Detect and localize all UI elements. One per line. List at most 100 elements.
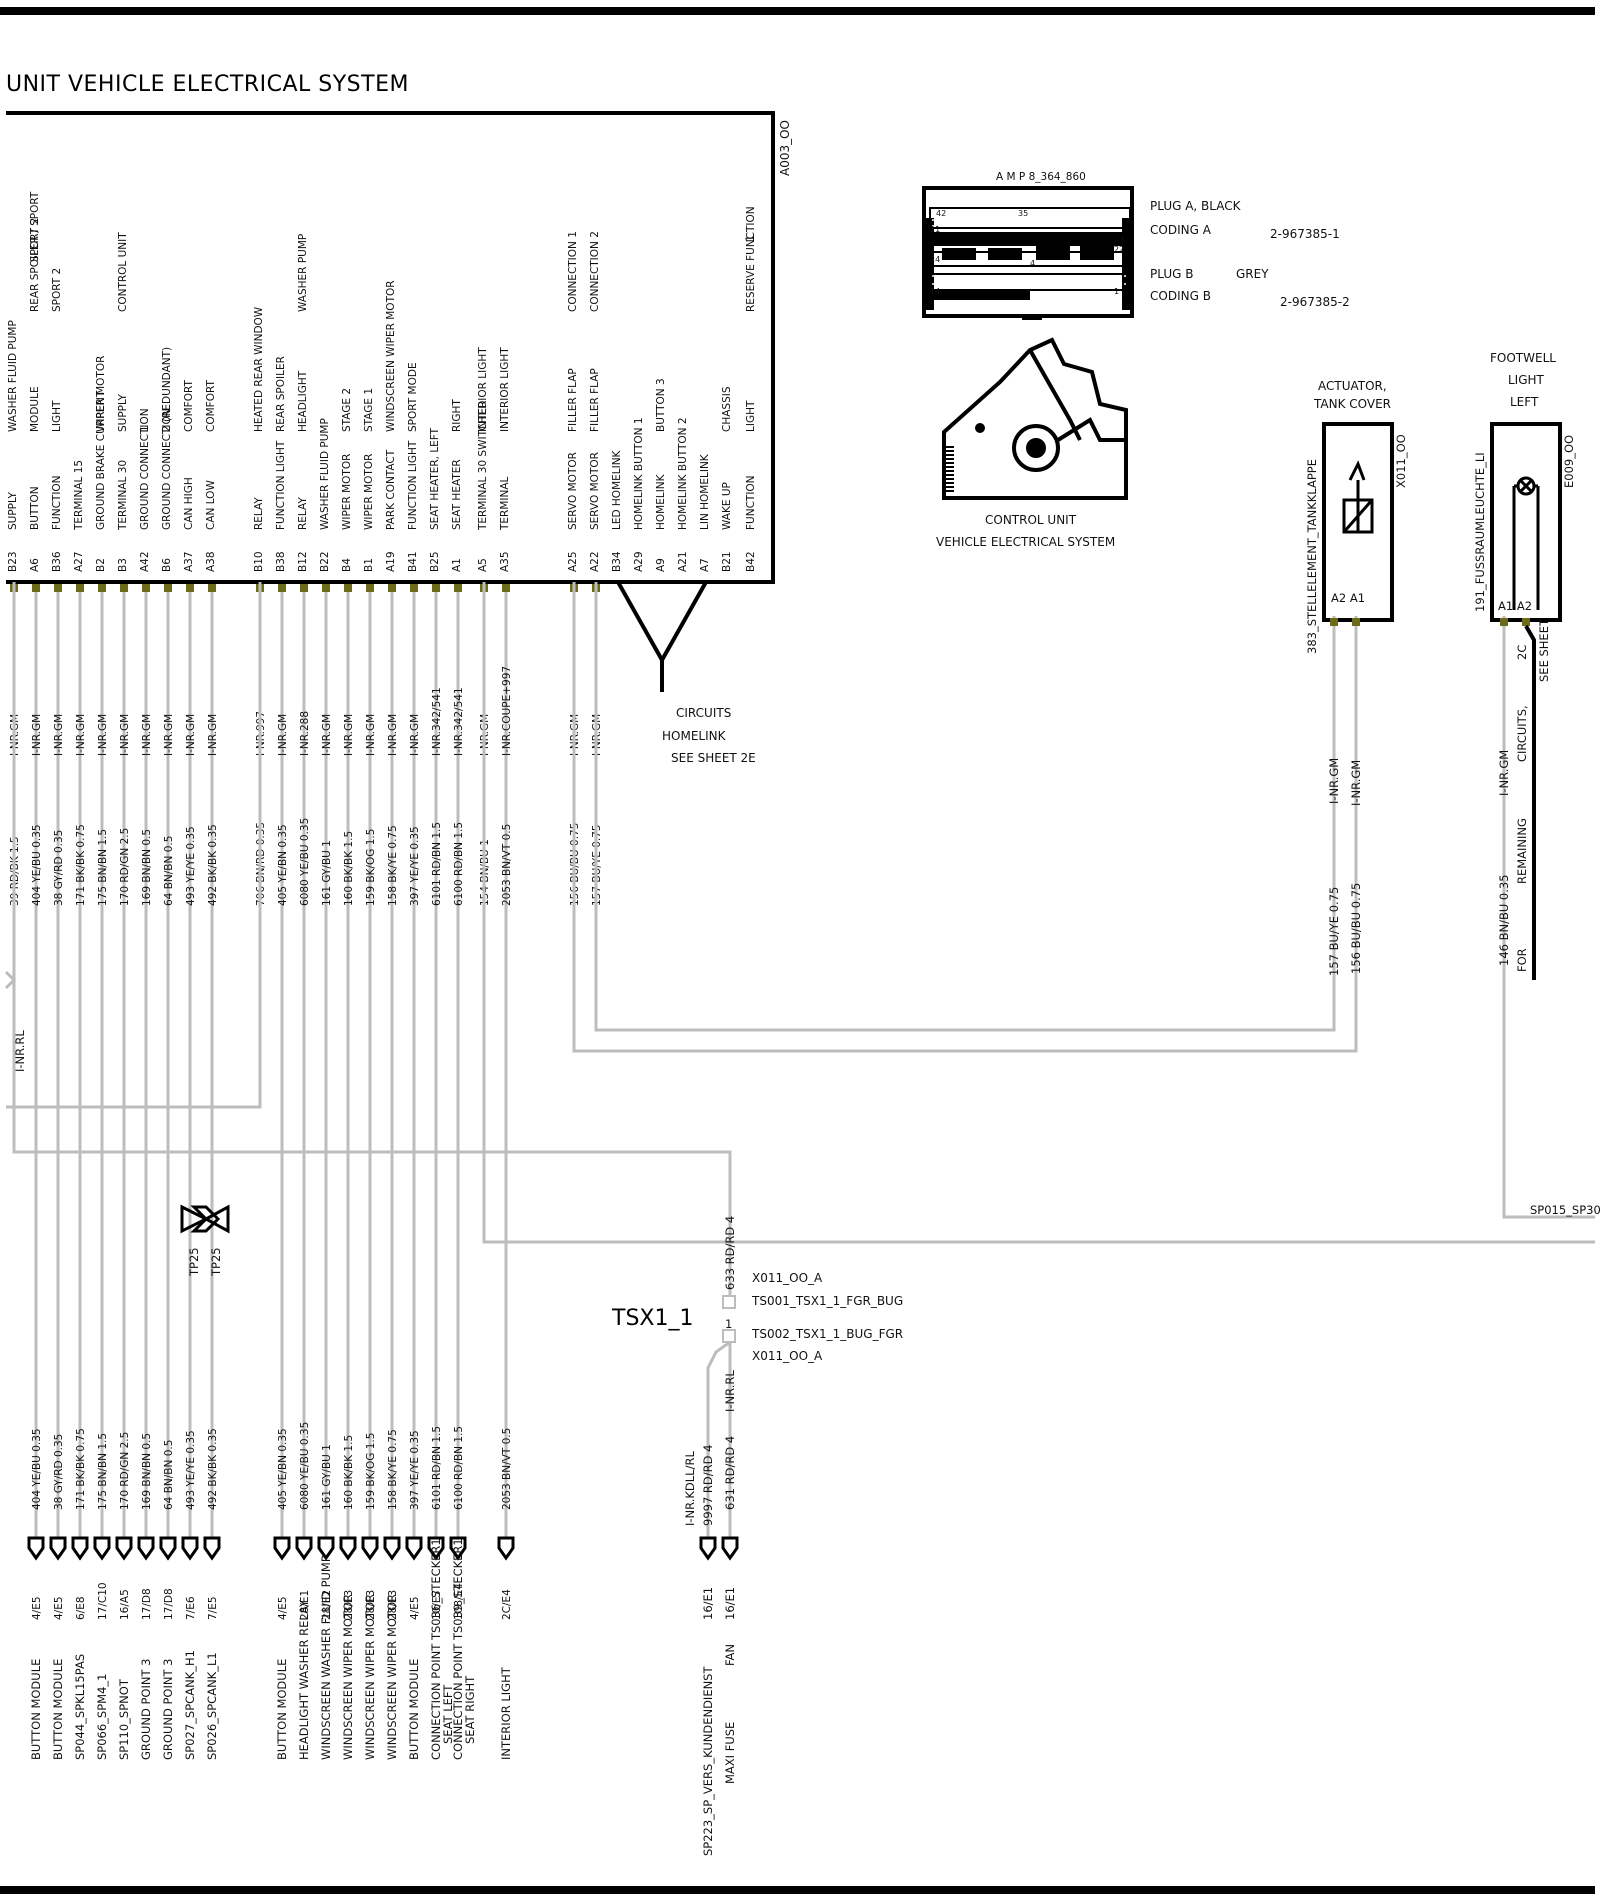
tsx-label-b: MAXI FUSE (723, 1722, 737, 1784)
pin-function-2-B10: HEATED REAR WINDOW (253, 306, 265, 432)
actuator-id: X011_OO (1394, 434, 1408, 488)
pin-id-B41: B41 (407, 551, 419, 572)
pin-function-3-A6: REAR SPOILER / SPORT (29, 191, 41, 312)
tsx-pin-bottom (722, 1329, 736, 1343)
pin-function-2-A37: COMFORT (183, 380, 195, 432)
wire-color-B6: I-NR.GM (163, 714, 175, 756)
end-wire-label-A27: 171 BK/BK 0.75 (75, 1428, 87, 1510)
pin-function-3-B3: CONTROL UNIT (117, 232, 129, 312)
connector-coding-a: CODING A (1150, 223, 1212, 237)
pin-id-B42: B42 (745, 551, 757, 572)
end-wire-label-B36: 38 GY/RD 0.35 (53, 1434, 65, 1510)
pin-function-2-A22: FILLER FLAP (589, 368, 601, 432)
end-wire-label-B4: 160 BK/BK 1.5 (343, 1435, 355, 1510)
pin-id-B4: B4 (341, 558, 353, 572)
pin-terminal-B1 (366, 584, 374, 592)
pin-function-2-B38: REAR SPOILER (275, 356, 287, 432)
pin-id-B25: B25 (429, 551, 441, 572)
end-ref-A27: 6/E8 (75, 1596, 87, 1620)
pin-id-A1: A1 (451, 558, 463, 572)
end-label-A6: BUTTON MODULE (29, 1659, 43, 1760)
pin-terminal-B2 (98, 584, 106, 592)
pin-terminal-A6 (32, 584, 40, 592)
end-ref-B22: 28/E2 (321, 1590, 333, 1620)
pin-function-2-B21: CHASSIS (721, 386, 733, 432)
end-wire-label-A42: 169 BN/BN 0.5 (141, 1433, 153, 1510)
end-wire-label-B41: 397 YE/YE 0.35 (409, 1430, 421, 1510)
pin-terminal-B22 (322, 584, 330, 592)
wire-color-B36: I-NR.GM (53, 714, 65, 756)
end-label-B38: BUTTON MODULE (275, 1659, 289, 1760)
tsx-wire-b: 631 RD/RD 4 (723, 1436, 737, 1510)
wire-color-A27: I-NR.GM (75, 714, 87, 756)
pin-id-A25: A25 (567, 551, 579, 572)
module-id: A003_OO (778, 120, 792, 176)
wire-end-B41 (405, 1536, 423, 1561)
end-ref-A42: 17/D8 (141, 1588, 153, 1620)
pin-id-B6: B6 (161, 558, 173, 572)
pin-function-A5: TERMINAL 30 SWITCHED (477, 401, 489, 531)
tsx-pin-num: 1 (725, 1317, 732, 1331)
wire-color-A19: I-NR.GM (387, 714, 399, 756)
pin-id-A19: A19 (385, 551, 397, 572)
connector-drawing (922, 186, 1134, 320)
wire-color-A38: I-NR.GM (207, 714, 219, 756)
actuator-pin-a2 (1330, 618, 1338, 626)
end-ref-B2: 17/C10 (97, 1582, 109, 1620)
end-ref-A6: 4/E5 (31, 1596, 43, 1620)
pin-function-4-A6: SPORT 2 (29, 218, 41, 262)
wire-servo2-route (594, 582, 1336, 1032)
pin-function-2-B36: LIGHT (51, 400, 63, 432)
end-ref-A1: 108/E4 (453, 1583, 465, 1620)
end-wire-label-A37: 493 YE/YE 0.35 (185, 1430, 197, 1510)
control-unit-caption-2: VEHICLE ELECTRICAL SYSTEM (936, 535, 1115, 549)
wire-label-B38: 405 YE/BN 0.35 (277, 824, 289, 906)
pin-function-3-B36: SPORT 2 (51, 268, 63, 312)
wire-label-B6: 64 BN/BN 0.5 (163, 836, 175, 906)
lamp-icon (1512, 476, 1540, 610)
wire-label-B2: 175 BN/BN 1.5 (97, 829, 109, 906)
end-label-B41: BUTTON MODULE (407, 1659, 421, 1760)
homelink-line1: CIRCUITS (676, 706, 731, 720)
pin-function-A37: CAN HIGH (183, 477, 195, 530)
pin-id-A37: A37 (183, 551, 195, 572)
pin-function-A35: TERMINAL (499, 476, 511, 531)
homelink-line3: SEE SHEET 2E (671, 751, 756, 765)
end-wire-label-B6: 64 BN/BN 0.5 (163, 1440, 175, 1510)
pin-terminal-A35 (502, 584, 510, 592)
pin-terminal-A42 (142, 584, 150, 592)
pin-function-B42: FUNCTION (745, 475, 757, 530)
pin-function-A7: LIN HOMELINK (699, 453, 711, 530)
end-label-B1: WINDSCREEN WIPER MOTOR (363, 1594, 377, 1760)
pin-function-A22: SERVO MOTOR (589, 452, 601, 530)
pin-id-A35: A35 (499, 551, 511, 572)
pin-function-B6: GROUND CONNECTION (161, 408, 173, 530)
wire-color-B4: I-NR.GM (343, 714, 355, 756)
actuator-name: 383_STELLELEMENT_TANKKLAPPE (1305, 459, 1319, 654)
end-label-A37: SP027_SPCANK_H1 (183, 1650, 197, 1760)
pin-function-2-B2: WIPER MOTOR (95, 356, 107, 432)
end-ref-A19: 28/E3 (387, 1590, 399, 1620)
end-ref-B41: 4/E5 (409, 1596, 421, 1620)
pin-function-B22: WASHER FLUID PUMP (319, 418, 331, 530)
pin-function-2-A38: COMFORT (205, 380, 217, 432)
wire-end-A42 (137, 1536, 155, 1561)
wire-end-B12 (295, 1536, 313, 1561)
pin-function-A42: GROUND CONNECTION (139, 408, 151, 530)
pin-id-B23: B23 (7, 551, 19, 572)
connector-coding-b: CODING B (1150, 289, 1211, 303)
pin-function-2-B4: STAGE 2 (341, 388, 353, 432)
end-label-A19: WINDSCREEN WIPER MOTOR (385, 1594, 399, 1760)
pin-function-A38: CAN LOW (205, 480, 217, 530)
end-label-B12: HEADLIGHT WASHER RELAY (297, 1599, 311, 1760)
pin-function-B3: TERMINAL 30 (117, 460, 129, 531)
wire-color-A6: I-NR.GM (31, 714, 43, 756)
footwell-title-2: LIGHT (1508, 373, 1545, 387)
wire-label-B36: 38 GY/RD 0.35 (53, 830, 65, 906)
connector-pin-4: 4 (1030, 259, 1035, 268)
wire-color-B22: I-NR.GM (321, 714, 333, 756)
tsx-wire-top: 633 RD/RD 4 (723, 1216, 737, 1290)
pin-id-A21: A21 (677, 551, 689, 572)
pin-function-2-B6: 2 (REDUNDANT) (161, 347, 173, 432)
